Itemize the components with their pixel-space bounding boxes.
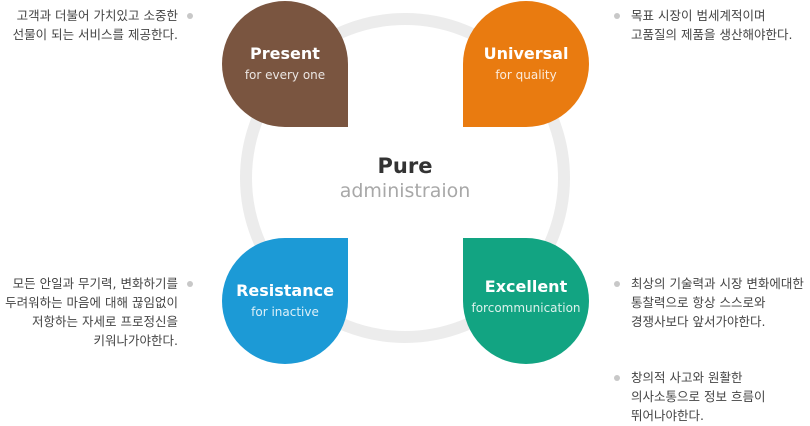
note-line: 최상의 기술력과 시장 변화에대한 [631, 276, 804, 291]
note-line: 선물이 되는 서비스를 제공한다. [12, 27, 178, 42]
center-subtitle: administraion [339, 180, 471, 202]
bullet-dot-icon [614, 375, 620, 381]
petal-excellent: Excellent forcommunication [463, 238, 589, 364]
note-line: 경쟁사보다 앞서가야한다. [631, 314, 766, 329]
note-line: 고품질의 제품을 생산해야한다. [631, 27, 793, 42]
note-line: for [471, 301, 488, 315]
note-line: 저항하는 자세로 프로정신을 [32, 314, 178, 329]
petal-universal-title: Universal [483, 44, 569, 63]
note-line: 모든 안일과 무기력, 변화하기를 [12, 276, 178, 291]
note-line: 목표 시장이 범세계적이며 [631, 8, 766, 23]
bullet-dot-icon [614, 281, 620, 287]
note-line: 창의적 사고와 원활한 [631, 370, 743, 385]
petal-resistance: Resistance for inactive [222, 238, 348, 364]
center-title: Pure [377, 154, 433, 178]
center-label: Pure administraion [330, 153, 480, 203]
note-line: 두려워하는 마음에 대해 끊임없이 [5, 295, 178, 310]
petal-universal: Universal for quality [463, 1, 589, 127]
petal-excellent-subtitle: forcommunication [463, 301, 589, 316]
note-line: communication [487, 301, 581, 315]
bullet-dot-icon [187, 13, 193, 19]
petal-excellent-title: Excellent [484, 277, 568, 296]
petal-present: Present for every one [222, 1, 348, 127]
bullet-dot-icon [614, 13, 620, 19]
note-line: 고객과 더불어 가치있고 소중한 [16, 8, 178, 23]
bullet-dot-icon [187, 281, 193, 287]
petal-resistance-title: Resistance [236, 281, 334, 300]
petal-resistance-subtitle: for inactive [251, 305, 319, 319]
petal-present-subtitle: for every one [244, 68, 326, 82]
note-line: 뛰어나야한다. [631, 408, 704, 423]
note-line: 키워나가야한다. [93, 333, 178, 348]
petal-universal-subtitle: for quality [495, 68, 557, 82]
note-line: 의사소통으로 정보 흐름이 [631, 389, 766, 404]
petal-present-title: Present [250, 44, 320, 63]
note-line: 통찰력으로 항상 스스로와 [631, 295, 766, 310]
